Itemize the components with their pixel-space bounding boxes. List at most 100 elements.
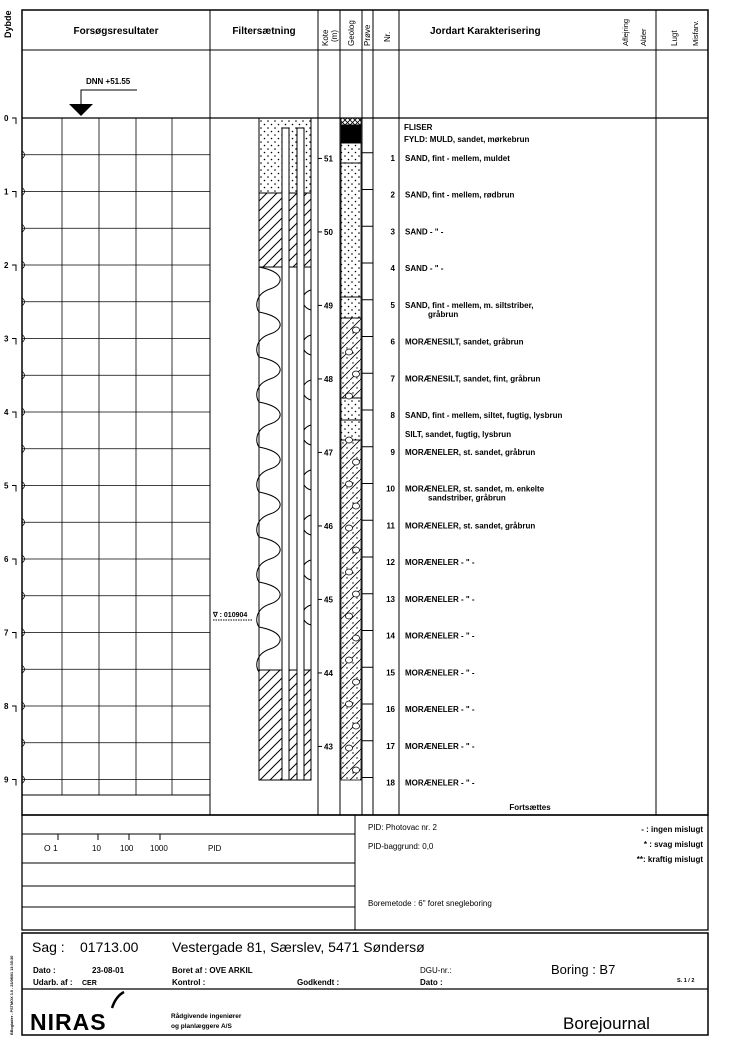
godkendt: Godkendt : [297,978,339,987]
depth-half-tick [21,150,25,160]
sample-number: 10 [386,485,395,494]
boring-id: Boring : B7 [551,962,615,977]
pid-scale-1: O 1 [44,843,58,853]
layer-note-silt: SILT, sandet, fugtig, lysbrun [405,430,511,439]
depth-half-tick [21,334,25,343]
dato2: Dato : [420,978,443,987]
sample-number: 14 [386,632,395,641]
ground-level-triangle-icon [69,104,93,116]
depth-half-tick [21,701,25,711]
boremetode: Boremetode : 6" foret snegleboring [368,899,492,908]
depth-tick [12,705,17,712]
geology-column [340,117,362,781]
sample-description: SAND - " - [405,227,444,236]
sample-description: MORÆNESILT, sandet, gråbrun [405,338,524,347]
stone-mark [352,370,360,378]
kote-tick-label: 43 [324,742,333,751]
sample-number: 16 [386,705,395,714]
depth-tick-label: 8 [4,702,9,711]
page-number: S. 1 / 2 [677,978,694,984]
stone-mark [345,612,353,620]
header-alder: Alder [639,28,648,46]
svg-text:NIRAS: NIRAS [30,1009,107,1035]
depth-half-tick [21,628,25,637]
depth-half-tick [21,517,25,527]
sample-description: MORÆNELER - " - [405,742,475,751]
pid-section [21,814,709,931]
dgu-nr: DGU-nr.: [420,966,452,975]
depth-tick [12,191,17,198]
sample-number: 4 [391,264,396,273]
stone-mark [352,458,360,466]
depth-tick-label: 4 [4,408,9,417]
sample-row: 18 MORÆNELER - " - [362,777,475,788]
stone-mark [352,590,360,598]
udarb-label: Udarb. af : [33,978,73,987]
depth-half-tick [21,407,25,417]
sample-description: SAND, fint - mellem, rødbrun [405,191,514,200]
depth-tick-label: 6 [4,555,9,564]
sample-description: sandstriber, gråbrun [428,494,506,503]
sample-number: 1 [391,154,396,163]
sample-number: 5 [391,301,396,310]
ground-level-marker: DNN +51.55 [69,77,137,116]
filter-column [256,117,312,781]
company-line-1: Rådgivende ingeniører [171,1012,242,1020]
sample-description: MORÆNELER - " - [405,779,475,788]
document-type: Borejournal [563,1014,650,1033]
sag-value: 01713.00 [80,939,139,955]
kote-tick-label: 50 [324,228,333,237]
dnn-label: DNN +51.55 [86,77,131,86]
depth-tick [12,558,17,565]
header-forsoegsresultater: Forsøgsresultater [73,26,158,37]
stone-mark [345,436,353,444]
sample-number: 13 [386,595,395,604]
depth-tick-label: 1 [4,188,9,197]
stone-mark [352,546,360,554]
smell-legend-none: - : ingen mislugt [641,825,703,834]
smell-legend-weak: * : svag mislugt [644,840,703,849]
kote-tick-label: 45 [324,595,333,604]
stone-mark [345,524,353,532]
kontrol: Kontrol : [172,978,205,987]
header-lugt: Lugt [670,30,679,46]
header-geolog: Geolog [347,20,356,46]
depth-half-tick [21,775,25,784]
sample-number: 12 [386,558,395,567]
stone-mark [345,480,353,488]
dato-label: Dato : [33,966,56,975]
kote-tick-label: 49 [324,301,333,310]
dybde-label: Dybde [3,10,13,38]
sample-description: gråbrun [428,310,458,319]
pid-scale-label: PID [208,844,222,853]
depth-tick-label: 7 [4,629,9,638]
depth-tick-label: 0 [4,114,9,123]
header-aflejring: Aflejring [621,19,630,46]
depth-half-tick [21,591,25,601]
riser-pipe [296,127,305,781]
header-nr: Nr. [383,32,392,42]
riser-pipe [281,127,290,781]
sample-row: 14 MORÆNELER - " - [362,630,475,641]
sample-description: MORÆNELER - " - [405,632,475,641]
depth-half-tick [21,554,25,564]
kote-tick-label: 51 [324,154,333,163]
sample-number: 18 [386,779,395,788]
kote-tick-label: 44 [324,669,333,678]
dato-value: 23-08-01 [92,966,125,975]
pid-scale-1000: 1000 [150,844,168,853]
depth-tick [12,485,17,492]
pid-scale-100: 100 [120,844,134,853]
title-block [21,932,709,1036]
depth-tick [12,779,17,786]
sample-description: MORÆNELER, st. sandet, gråbrun [405,448,535,457]
